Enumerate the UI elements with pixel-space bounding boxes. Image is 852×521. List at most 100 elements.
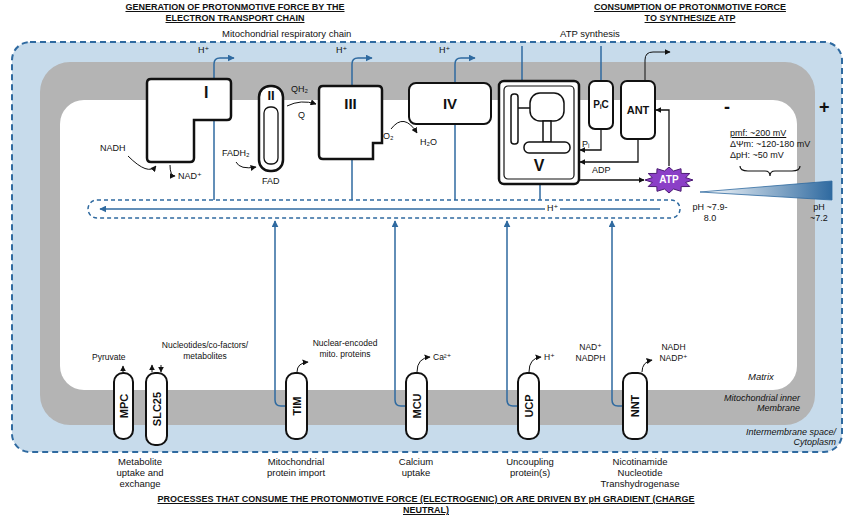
shape-outline xyxy=(511,94,518,144)
flow-arrow xyxy=(656,110,669,166)
flow-arrow xyxy=(580,179,644,180)
diagram-label: Mitochondrial protein import xyxy=(256,456,336,478)
proton-path xyxy=(88,200,680,218)
diagram-label: pH ~7.9-8.0 xyxy=(690,202,730,224)
gradient-brace xyxy=(740,166,800,176)
substrate-arrow xyxy=(297,362,308,372)
substrate-arrow xyxy=(645,52,670,80)
proton-path xyxy=(275,221,285,406)
node-label: Intermembrane space/ Cytoplasm xyxy=(738,427,836,448)
shape-outline xyxy=(645,167,693,193)
diagram-label: H⁺ xyxy=(545,203,560,214)
edge-label: Pᵢ xyxy=(582,139,589,150)
substrate-arrow xyxy=(529,357,541,372)
transporter-box: MCU xyxy=(405,372,428,440)
diagram-label: H⁺ xyxy=(336,45,347,56)
diagram-label: O₂ xyxy=(383,131,394,142)
diagram-label: NAD⁺ NADPH xyxy=(574,342,607,364)
compartment-ground xyxy=(12,42,842,452)
intermembrane-space: Intermembrane space/ CytoplasmMitochondr… xyxy=(12,42,842,452)
diagram-label: CONSUMPTION OF PROTONMOTIVE FORCE TO SYN… xyxy=(590,2,790,24)
shape-outline xyxy=(146,78,232,163)
complex-box: IV xyxy=(408,82,492,125)
shape-outline xyxy=(147,79,231,162)
proton-path xyxy=(351,160,353,200)
diagram-label: NAD⁺ xyxy=(178,171,202,182)
ph-wedge xyxy=(700,181,832,200)
substrate-arrow xyxy=(287,102,316,106)
shape-outline xyxy=(504,86,574,179)
node-label: UCP xyxy=(522,394,535,417)
diagram-label: PROCESSES THAT CONSUME THE PROTONMOTIVE … xyxy=(136,494,716,516)
shape-outline xyxy=(319,86,382,159)
diagram-label: Nucleotides/co-factors/ metabolites xyxy=(150,340,260,362)
compartment-ground xyxy=(12,42,842,452)
diagram-label: ΔpH: ~50 mV xyxy=(730,150,784,161)
node-label: ATP xyxy=(659,174,678,186)
substrate-arrow xyxy=(642,360,652,372)
complex-box: III xyxy=(318,85,383,160)
edge-label: ADP xyxy=(592,165,611,176)
diagram-label: GENERATION OF PROTONMOTIVE FORCE BY THE … xyxy=(115,2,355,24)
proton-path xyxy=(100,208,660,210)
node-label: PᵢC xyxy=(593,99,608,111)
transporter-box: TIM xyxy=(285,372,308,440)
substrate-arrow xyxy=(417,357,430,372)
shape-outline xyxy=(259,86,283,171)
proton-path xyxy=(521,46,523,80)
diagram-label: Uncoupling protein(s) xyxy=(499,456,561,478)
diagram-label: Calcium uptake xyxy=(391,456,441,478)
shape-outline xyxy=(524,142,570,153)
diagram-label: H⁺ xyxy=(544,352,555,363)
diagram-label: QH₂ xyxy=(291,84,308,95)
diagram-label: Nicotinamide Nucleotide Transhydrogenase xyxy=(590,456,690,489)
proton-path xyxy=(507,221,517,406)
proton-path xyxy=(455,58,475,82)
diagram-label: FAD xyxy=(262,176,280,187)
shape-outline xyxy=(264,107,278,164)
shape-outline xyxy=(530,93,564,121)
gradient-brace xyxy=(740,166,800,176)
transporter-box: UCP xyxy=(517,372,540,440)
flow-arrow xyxy=(580,140,638,162)
diagram-label: Metabolite uptake and exchange xyxy=(105,456,175,489)
diagram-label: H₂O xyxy=(420,137,437,148)
node-label: II xyxy=(267,89,274,104)
diagram-label: H⁺ xyxy=(439,45,450,56)
node-label: TIM xyxy=(290,397,303,416)
proton-path xyxy=(539,185,541,200)
diagram-label: Nuclear-encoded mito. proteins xyxy=(305,338,385,360)
proton-path xyxy=(612,221,622,406)
diagram-label: pmf: ~200 mV xyxy=(730,128,786,139)
proton-path xyxy=(214,58,234,78)
complex-box: II xyxy=(258,85,284,172)
compartment-ground xyxy=(40,62,815,425)
node-label: I xyxy=(204,84,208,102)
diagram-label: Ca²⁺ xyxy=(433,352,451,363)
node-label: ANT xyxy=(627,104,650,117)
shape-outline xyxy=(518,107,530,109)
node-label: IV xyxy=(443,95,457,112)
substrate-arrow xyxy=(161,365,162,372)
atp-burst: ATP xyxy=(644,166,694,194)
diagram-label: Q xyxy=(298,110,305,121)
node-label: V xyxy=(534,157,545,175)
node-label: SLC25 xyxy=(150,392,163,426)
ph-wedge xyxy=(700,181,832,200)
node-label: MCU xyxy=(410,393,423,418)
shape-outline xyxy=(543,121,551,142)
substrate-arrow xyxy=(152,365,153,372)
diagram-label: FADH₂ xyxy=(222,148,250,159)
diagram-label: pH ~7.2 xyxy=(805,202,833,224)
shape-outline xyxy=(499,81,579,184)
complex-box: I xyxy=(146,78,232,163)
proton-path xyxy=(352,58,372,85)
node-label: MPC xyxy=(117,394,130,418)
proton-path xyxy=(88,46,680,406)
node-label: Matrix xyxy=(748,372,774,383)
diagram-label: ATP synthesis xyxy=(560,28,620,39)
atp-synthase: V xyxy=(498,80,580,185)
